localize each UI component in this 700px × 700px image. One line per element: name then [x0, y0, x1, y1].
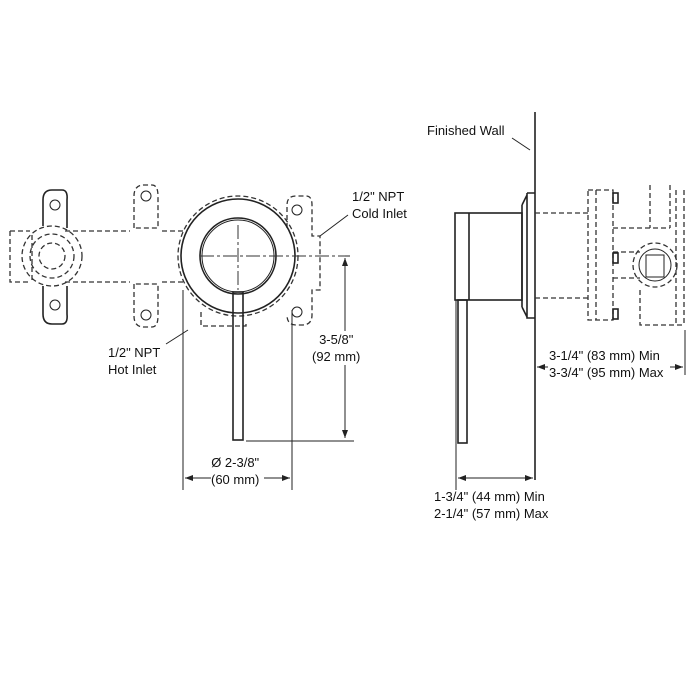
hot-inlet-line1: 1/2" NPT: [108, 345, 161, 360]
cold-inlet-line1: 1/2" NPT: [352, 189, 405, 204]
cold-inlet-label: 1/2" NPT Cold Inlet: [352, 188, 407, 222]
height-dim-line2: (92 mm): [312, 349, 361, 364]
projection-dim-line1: 1-3/4" (44 mm) Min: [434, 489, 545, 504]
depth-dim-line2: 3-3/4" (95 mm) Max: [549, 365, 664, 380]
diameter-dim-line2: (60 mm): [211, 472, 260, 487]
height-dim-line1: 3-5/8": [319, 332, 354, 347]
diameter-dimension-label: Ø 2-3/8" (60 mm): [211, 454, 259, 488]
rough-valve-front: [9, 184, 321, 328]
depth-dim-line1: 3-1/4" (83 mm) Min: [549, 348, 660, 363]
projection-dimension-label: 1-3/4" (44 mm) Min 2-1/4" (57 mm) Max: [434, 488, 548, 522]
side-view: [454, 112, 686, 490]
hot-inlet-label: 1/2" NPT Hot Inlet: [108, 344, 160, 378]
diameter-dim-line1: Ø 2-3/8": [211, 455, 260, 470]
escutcheon-front: [177, 195, 345, 441]
height-dimension-label: 3-5/8" (92 mm): [312, 331, 361, 365]
depth-dimension-label: 3-1/4" (83 mm) Min 3-3/4" (95 mm) Max: [549, 347, 663, 381]
projection-dim-line2: 2-1/4" (57 mm) Max: [434, 506, 549, 521]
finished-wall-label: Finished Wall: [427, 123, 505, 138]
cold-inlet-line2: Cold Inlet: [352, 206, 407, 221]
hot-inlet-line2: Hot Inlet: [108, 362, 157, 377]
